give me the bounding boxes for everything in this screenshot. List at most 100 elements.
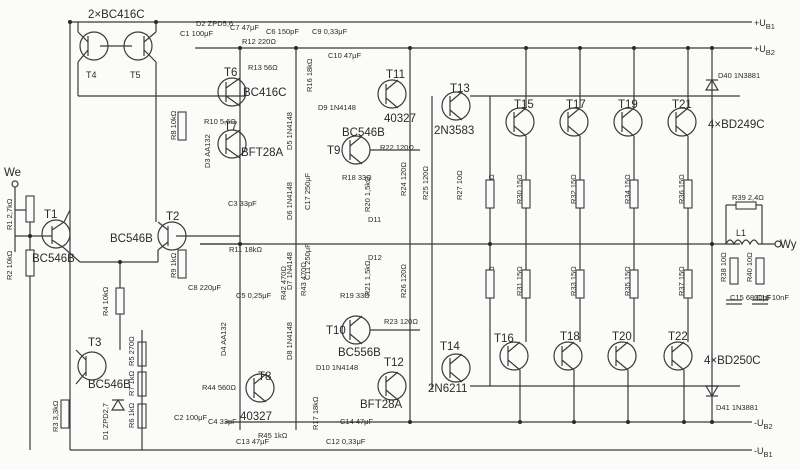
wire-segment (63, 209, 71, 223)
component-label: D2 ZPD5,6 (196, 19, 233, 28)
wire-segment (377, 79, 407, 109)
transistor-t14 (441, 353, 471, 383)
component-label: +UB2 (754, 44, 775, 57)
wire-segment (513, 107, 527, 119)
component-label: R6 1kΩ (127, 402, 136, 428)
component-label: -UB2 (754, 418, 773, 431)
component-label: BC546B (110, 233, 153, 245)
component-label: BFT28A (241, 147, 284, 159)
component-label: R10 5,6Ω (204, 117, 236, 126)
component-label: +U (754, 18, 766, 28)
wire-segment (626, 420, 630, 424)
component-label: C10 47μF (328, 51, 362, 60)
component-label: R25 120Ω (421, 166, 430, 200)
wire-segment (572, 420, 576, 424)
component-label: R5 270Ω (127, 336, 136, 366)
wire-segment (75, 349, 87, 361)
resistor-r40 (755, 257, 765, 285)
component-label: 2N3583 (434, 125, 474, 137)
resistor-r38 (729, 257, 739, 285)
component-label: C15 6800pF (730, 293, 772, 302)
component-label: T10 (326, 325, 346, 337)
wire-segment (667, 107, 697, 137)
component-label: T6 (224, 67, 237, 79)
wire-segment (349, 333, 363, 345)
supply-rails: +UB1 +UB2 -UB2 -UB1 (69, 18, 775, 459)
component-label: D1 ZPD2,7 (101, 403, 110, 440)
transistor-t11 (377, 79, 407, 109)
wire-segment (629, 269, 639, 299)
wire-segment (385, 79, 399, 91)
component-label: R11 18kΩ (229, 245, 262, 254)
wire-segment (485, 179, 495, 209)
component-label: D12 (368, 253, 382, 262)
resistor-r8 (177, 111, 187, 141)
wire-segment (349, 153, 363, 165)
transistor-t8 (245, 373, 275, 403)
component-label: D41 1N3881 (716, 403, 758, 412)
wire-segment (441, 353, 471, 383)
wire-segment (507, 359, 521, 371)
wire-segment (225, 129, 241, 141)
component-label: 40327 (384, 113, 416, 125)
wire-segment (253, 391, 267, 403)
input-label: We (4, 167, 21, 179)
component-label: D6 1N4148 (285, 182, 294, 220)
wire-segment (607, 341, 637, 371)
wire-segment (521, 179, 531, 209)
component-label: R42 470Ω (279, 266, 288, 300)
component-label: R39 2,4Ω (732, 193, 764, 202)
component-label: L1 (736, 228, 746, 238)
wire-segment (499, 341, 529, 371)
transistor-t17 (559, 107, 589, 137)
driver-transistors: T11 40327 T12 BFT28A T13 2N3583 T14 2N62… (200, 48, 740, 422)
component-label: C4 33pF (208, 417, 237, 426)
wire-segment (77, 351, 107, 381)
component-label: T11 (386, 69, 405, 81)
component-label: C12 0,33μF (326, 437, 366, 446)
component-label: T7 (224, 121, 237, 133)
component-label: R23 120Ω (384, 317, 418, 326)
wire-segment (238, 242, 242, 246)
transistor-t13 (441, 91, 471, 121)
component-label: T1 (44, 209, 57, 221)
diode-d40 (704, 78, 720, 91)
wire-segment (671, 359, 685, 371)
component-label: C6 150pF (266, 27, 299, 36)
component-label: T4 (86, 70, 97, 80)
wire-segment (157, 241, 169, 251)
output-network: D40 1N3881 D41 1N3881 L1 R39 2,4Ω Wy R38… (704, 48, 797, 422)
transistor-t10 (341, 315, 371, 345)
wire-segment (449, 353, 463, 365)
wire-segment (485, 269, 495, 299)
wire-segment (157, 221, 169, 231)
wire-segment (441, 91, 471, 121)
component-label: T21 (672, 99, 692, 111)
wire-segment (449, 371, 463, 383)
wire-segment (225, 95, 241, 107)
wire-segment (143, 31, 157, 43)
component-label: C16 10nF (756, 293, 789, 302)
component-label: T15 (514, 99, 534, 111)
resistor-r39 (735, 201, 757, 210)
wire-segment (11, 180, 19, 188)
transistor-t21 (667, 107, 697, 137)
component-label: D11 (368, 215, 381, 224)
wire-segment (524, 46, 528, 50)
component-label: R3 3,3kΩ (51, 400, 60, 432)
wire-segment (575, 179, 585, 209)
component-label: R27 10Ω (455, 170, 464, 200)
component-label: +U (754, 44, 766, 54)
wire-segment (613, 107, 643, 137)
transistor-t12 (377, 371, 407, 401)
wire-segment (28, 234, 32, 238)
wire-segment (632, 46, 636, 50)
component-label: R1 2,7kΩ (5, 198, 14, 230)
wire-segment (561, 341, 575, 353)
wire-segment (238, 46, 242, 50)
transistor-t22 (663, 341, 693, 371)
component-label: R2 10kΩ (5, 250, 14, 280)
component-label: -U (754, 446, 764, 456)
component-label: D8 1N4148 (285, 322, 294, 360)
component-label: T5 (130, 70, 141, 80)
